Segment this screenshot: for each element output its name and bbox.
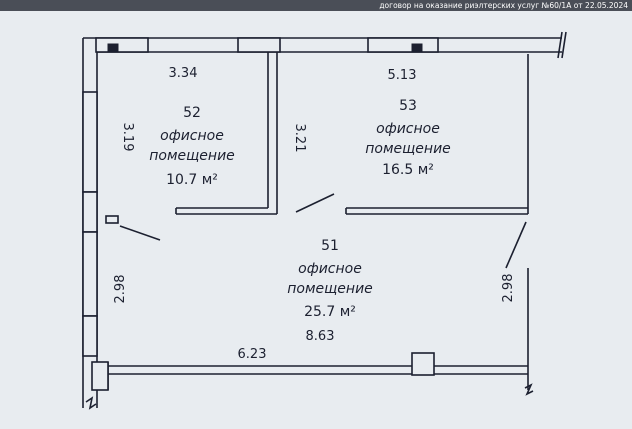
- room-53-label-line1: офисное: [376, 121, 440, 137]
- dim-right-lower: 2.98: [501, 274, 516, 303]
- room-52-number: 52: [183, 105, 201, 121]
- dim-room52-depth: 3.19: [120, 123, 135, 152]
- wall-posts: [107, 43, 423, 53]
- room-51-area: 25.7 м²: [304, 304, 356, 320]
- room-53-area: 16.5 м²: [382, 162, 434, 178]
- room-52-area: 10.7 м²: [166, 172, 218, 188]
- room-52-label-line1: офисное: [160, 128, 224, 144]
- wall-openings: [82, 37, 439, 391]
- dim-left-lower: 2.98: [113, 275, 128, 304]
- contract-caption: договор на оказание риэлтерских услуг №6…: [379, 1, 628, 10]
- room-51-label-line1: офисное: [298, 261, 362, 277]
- room-51-label-line2: помещение: [287, 281, 373, 297]
- dim-partition: 3.21: [292, 124, 307, 153]
- dim-total-width: 8.63: [306, 329, 335, 344]
- plan-walls: [82, 31, 567, 410]
- room-52-label-line2: помещение: [149, 148, 235, 164]
- dim-bottom-segment: 6.23: [238, 347, 267, 362]
- room-53-number: 53: [399, 98, 417, 114]
- room-51-number: 51: [321, 238, 339, 254]
- room-53-label-line2: помещение: [365, 141, 451, 157]
- dim-room52-width: 3.34: [169, 66, 198, 81]
- header-band: [0, 0, 632, 11]
- dim-room53-width: 5.13: [388, 68, 417, 83]
